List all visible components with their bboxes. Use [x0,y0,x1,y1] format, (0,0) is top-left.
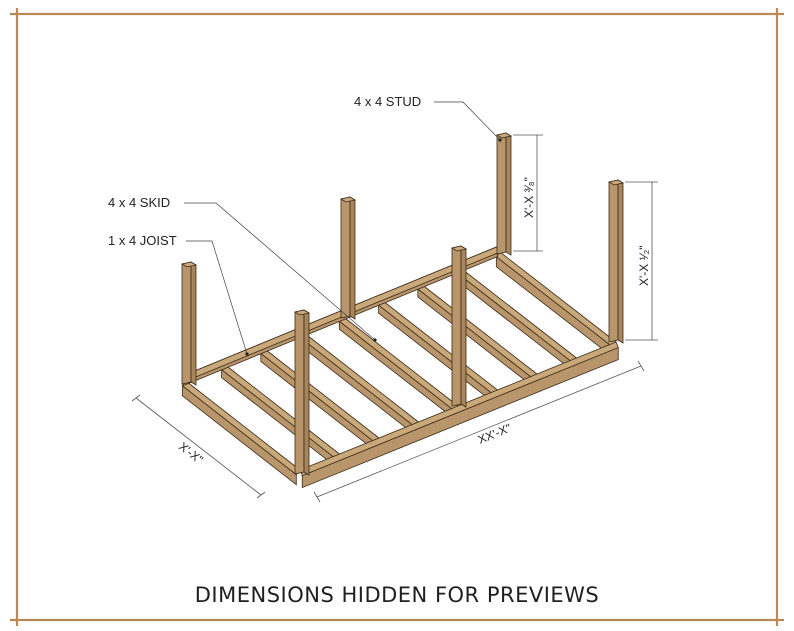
stud-back-left-front [181,261,192,385]
stud-leader [434,101,501,141]
joist-6-side [417,288,534,388]
leader-lines [184,101,502,356]
stud-back-middle-top [339,196,357,203]
length-dimension: XX'-X" [476,421,513,447]
skid-label: 4 x 4 SKID [108,195,170,210]
joist-5-top [378,299,499,396]
stud-back-middle-side [349,196,356,320]
stud-front-left-side [303,309,310,476]
stud-front-middle-side [460,245,467,408]
joist-1-side [221,368,337,468]
stud-front-middle-front [451,245,462,407]
joist-leader [186,240,248,355]
stud-front-left-front [294,309,305,475]
joist-2-top [260,348,380,444]
joist-1-top [220,364,341,460]
stud-back-middle-front [340,196,351,319]
joist-3-side [299,336,416,436]
skid-leader-dot [373,338,377,342]
stud-back-right-front [496,132,507,255]
stud-front-left-top [293,309,311,316]
joist-leader-dot [245,352,249,356]
stud-leader-dot [498,138,502,142]
dimension-lines [131,134,658,503]
joist-7-side [456,272,574,372]
skid-leader [184,202,376,341]
stud-back-left-side [190,261,197,386]
rim-right-top [495,251,617,348]
preview-caption: DIMENSIONS HIDDEN FOR PREVIEWS [195,583,600,607]
stud-front-right-top [607,179,625,186]
stud-back-left-top [180,261,198,268]
joist-5-side [378,304,495,404]
joist-label: 1 x 4 JOIST [108,233,177,248]
joist-4-top [338,315,459,412]
width-dimension: X'-X" [176,439,206,466]
stud-back-right-side [505,132,512,256]
rim-left-side [181,384,297,486]
stud-front-right-front [608,179,619,343]
joist-6-top [417,283,538,380]
rim-front-top [299,341,619,477]
page-border [10,8,784,626]
stud-label: 4 x 4 STUD [354,94,421,109]
stud-back-right-top [495,132,513,139]
stud-height-dimension-1: X'-X ³⁄₈" [522,177,536,218]
floor-frame [180,132,625,489]
joist-4-side [338,320,455,420]
joist-2-side [260,352,376,452]
joist-3-top [299,332,420,428]
stud-height-dimension-2: X'-X ¹⁄₂" [637,245,651,286]
stud-front-middle-top [450,245,468,252]
stud-front-right-side [617,179,624,344]
